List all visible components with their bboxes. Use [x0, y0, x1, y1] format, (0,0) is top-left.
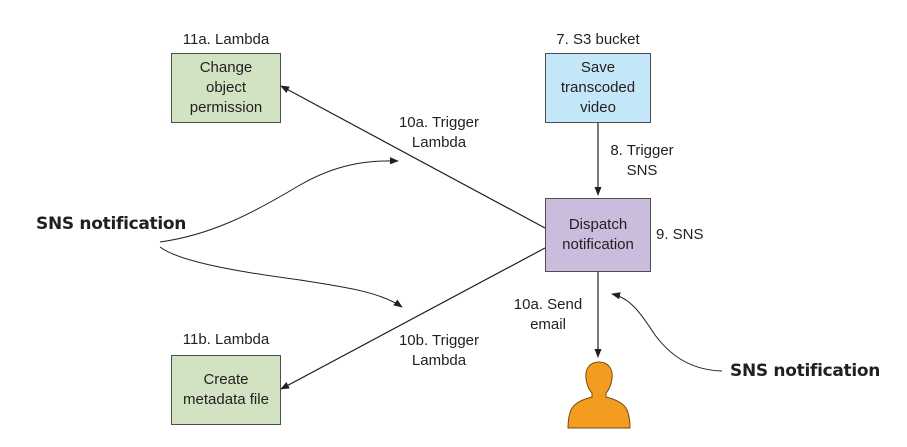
- sns-box: Dispatch notification: [545, 198, 651, 272]
- sns-notification-callout-left: SNS notification: [36, 214, 187, 234]
- lambda-top-box: Change object permission: [171, 53, 281, 123]
- lambda-top-caption: 11a. Lambda: [182, 31, 270, 48]
- edge-label-trigger-lambda-bottom: 10b. Trigger Lambda: [398, 332, 480, 369]
- edge-label-trigger-sns: 8. Trigger SNS: [610, 142, 674, 179]
- callout-curve-upper: [159, 157, 399, 243]
- edge-sns-to-lambda-top: [280, 85, 546, 229]
- sns-caption: 9. SNS: [656, 226, 704, 243]
- edge-label-trigger-lambda-top: 10a. Trigger Lambda: [398, 114, 480, 151]
- edge-sns-to-lambda-bottom: [280, 247, 546, 390]
- lambda-bottom-box: Create metadata file: [171, 355, 281, 425]
- callout-curve-lower: [159, 246, 403, 308]
- lambda-bottom-caption: 11b. Lambda: [182, 331, 270, 348]
- user-icon: [567, 361, 631, 429]
- edge-label-send-email: 10a. Send email: [513, 296, 583, 333]
- s3-caption: 7. S3 bucket: [556, 31, 640, 48]
- s3-box: Save transcoded video: [545, 53, 651, 123]
- callout-curve-right: [611, 292, 723, 372]
- sns-notification-callout-right: SNS notification: [730, 361, 881, 381]
